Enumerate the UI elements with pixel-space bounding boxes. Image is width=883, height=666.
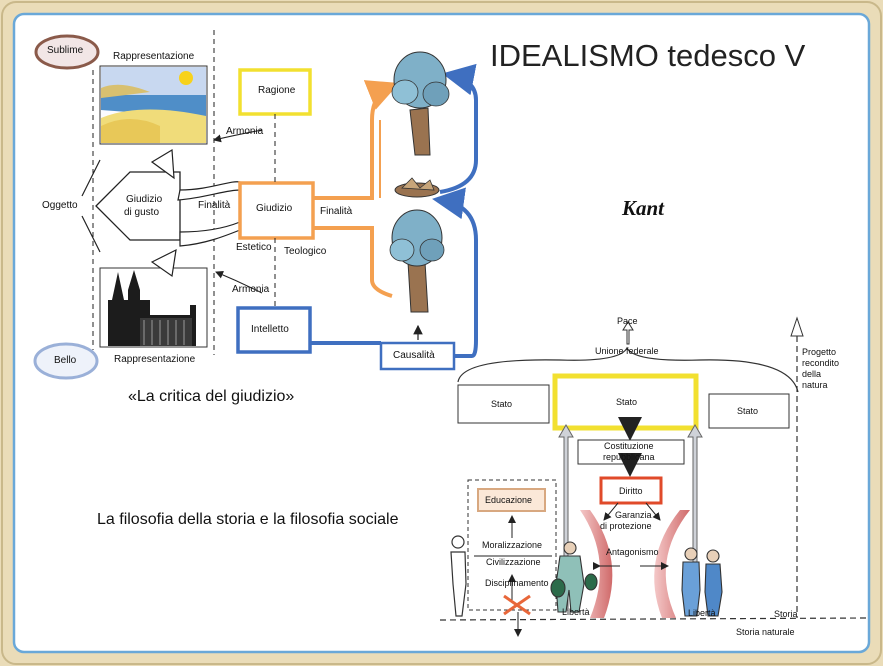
finalita-left-label: Finalità	[198, 200, 231, 211]
rappresentazione-bottom-label: Rappresentazione	[114, 354, 196, 365]
intelletto-label: Intelletto	[251, 324, 289, 335]
educazione-box	[477, 488, 546, 512]
giudizio-gusto-label-1: Giudizio	[126, 194, 163, 205]
cathedral-picture	[99, 267, 208, 348]
progetto-label: Progetto recondito della natura	[802, 347, 839, 391]
progetto-line-2: recondito	[802, 358, 840, 368]
causalita-label: Causalità	[393, 350, 435, 361]
history-caption: La filosofia della storia e la filosofia…	[97, 511, 399, 528]
antagonismo-label: Antagonismo	[606, 547, 659, 557]
bello-ellipse	[33, 342, 99, 380]
moralizzazione-label: Moralizzazione	[482, 540, 543, 550]
giudizio-label: Giudizio	[256, 203, 293, 214]
civilizzazione-label: Civilizzazione	[486, 557, 541, 567]
finalita-right-label: Finalità	[320, 206, 353, 217]
liberta-left-label: Libertà	[562, 607, 590, 617]
seed	[394, 177, 440, 198]
stato-right-box	[708, 393, 790, 429]
diritto-box	[599, 476, 663, 505]
page-title: IDEALISMO tedesco V	[490, 38, 806, 73]
tree-top	[391, 51, 450, 156]
stato-right-label: Stato	[737, 406, 759, 416]
disciplinamento-label: Disciplinamento	[485, 578, 549, 588]
giudizio-box	[238, 181, 315, 240]
progetto-line-1: Progetto	[802, 347, 837, 357]
teologico-label: Teologico	[284, 246, 327, 257]
costituzione-label-1: Costituzione	[604, 441, 654, 451]
stato-left-box	[457, 384, 550, 424]
ground-line	[439, 617, 869, 621]
ragione-label: Ragione	[258, 85, 296, 96]
bello-label: Bello	[54, 355, 77, 366]
sublime-label: Sublime	[47, 45, 84, 56]
diritto-label: Diritto	[619, 486, 643, 496]
landscape-picture	[99, 65, 208, 145]
ragione-box	[238, 68, 312, 116]
liberta-right-label: Libertà	[688, 608, 716, 618]
garanzia-label-2: di protezione	[600, 521, 652, 531]
figure-couple	[681, 547, 723, 617]
progetto-line-3: della	[802, 369, 822, 379]
tree-bottom	[389, 209, 445, 313]
progetto-line-4: natura	[802, 380, 828, 390]
stato-center-label: Stato	[616, 397, 638, 407]
rappresentazione-top-label: Rappresentazione	[113, 51, 195, 62]
storia-label: Storia	[774, 609, 798, 619]
oggetto-label: Oggetto	[42, 200, 78, 211]
garanzia-label-1: Garanzia	[615, 510, 652, 520]
storia-naturale-label: Storia naturale	[736, 627, 795, 637]
estetico-label: Estetico	[236, 242, 272, 253]
federal-brace	[457, 346, 799, 393]
costituzione-label-2: repubblicana	[603, 452, 655, 462]
sublime-ellipse	[34, 34, 100, 70]
giudizio-gusto-label-2: di gusto	[124, 207, 160, 218]
stato-left-label: Stato	[491, 399, 513, 409]
author-label: Kant	[622, 196, 665, 220]
giudizio-gusto-diamond	[95, 171, 181, 241]
critique-caption: «La critica del giudizio»	[128, 388, 295, 405]
armonia-top-label: Armonia	[226, 126, 264, 137]
intelletto-box	[236, 306, 312, 354]
educazione-label: Educazione	[485, 495, 533, 505]
unione-federale-label: Unione federale	[595, 346, 659, 356]
pace-label: Pace	[617, 316, 638, 326]
armonia-bottom-label: Armonia	[232, 284, 270, 295]
figure-man-left	[450, 535, 467, 617]
figure-worker	[550, 541, 598, 613]
